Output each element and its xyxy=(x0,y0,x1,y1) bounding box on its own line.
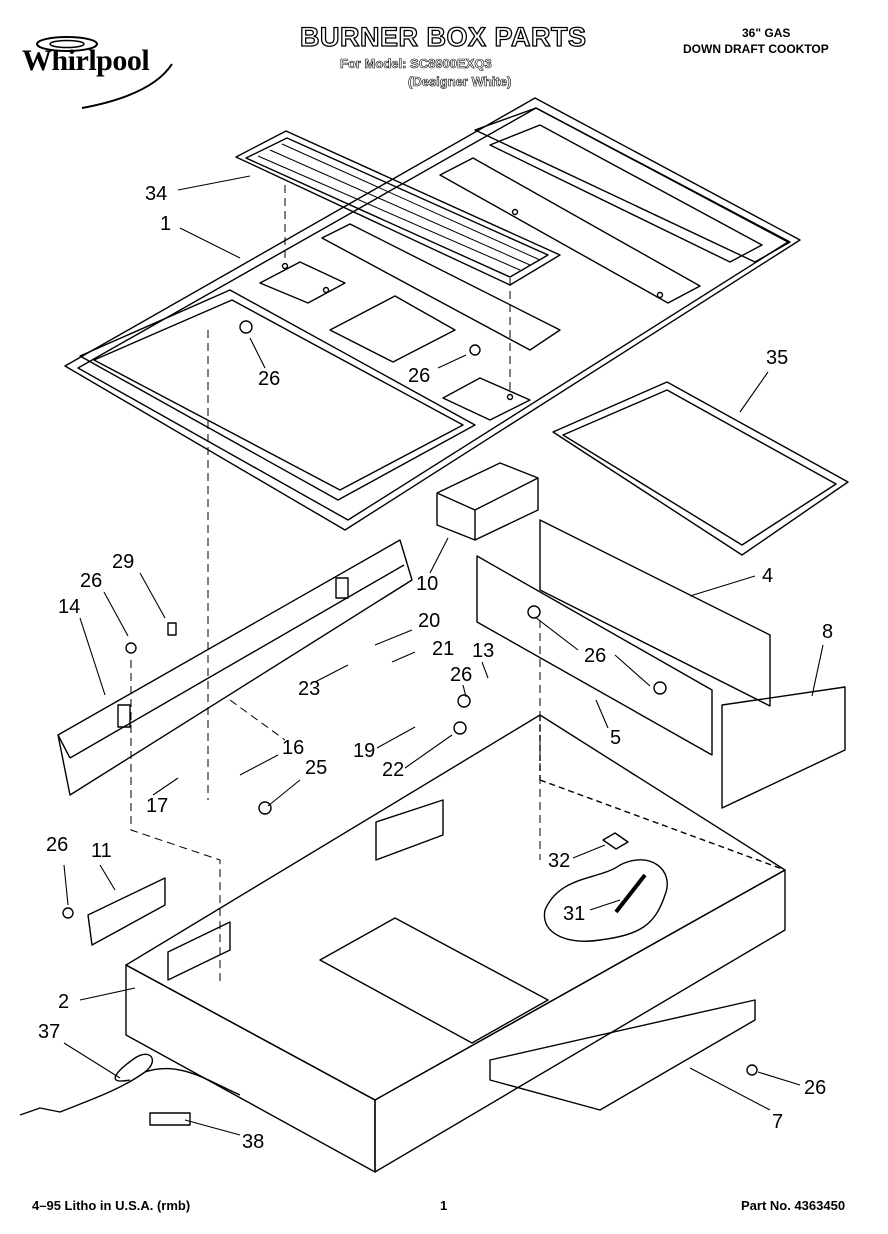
product-type: DOWN DRAFT COOKTOP xyxy=(683,42,829,56)
callout-38: 38 xyxy=(242,1131,264,1153)
callout-21: 21 xyxy=(432,638,454,660)
callout-5: 5 xyxy=(610,727,621,749)
callout-32: 32 xyxy=(548,850,570,872)
power-cord-part xyxy=(19,1053,241,1126)
logo-swirl-icon xyxy=(36,36,98,52)
assembly-lines xyxy=(130,185,541,985)
callout-26-b: 26 xyxy=(408,365,430,387)
callout-29: 29 xyxy=(112,551,134,573)
callout-17: 17 xyxy=(146,795,168,817)
bottom-pan-part xyxy=(489,999,756,1111)
grease-tray-part xyxy=(552,381,849,556)
control-bracket-part xyxy=(57,539,413,796)
access-cover-part xyxy=(87,877,166,946)
callout-23: 23 xyxy=(298,678,320,700)
page-title: BURNER BOX PARTS xyxy=(299,21,587,52)
callout-11: 11 xyxy=(91,840,112,862)
callout-13: 13 xyxy=(472,640,494,662)
screw-icons xyxy=(62,320,758,1076)
panel-parts xyxy=(476,519,846,809)
print-info: 4–95 Litho in U.S.A. (rmb) xyxy=(32,1198,191,1213)
cooktop-frame-part xyxy=(64,97,801,531)
vent-grille-part xyxy=(235,130,561,286)
callout-22: 22 xyxy=(382,759,404,781)
callout-26-g: 26 xyxy=(804,1077,826,1099)
callout-8: 8 xyxy=(822,621,833,643)
callout-10: 10 xyxy=(416,573,438,595)
leader-lines xyxy=(63,175,824,1136)
callout-1: 1 xyxy=(160,213,171,235)
callout-2: 2 xyxy=(58,991,69,1013)
callout-7: 7 xyxy=(772,1111,783,1133)
callout-31: 31 xyxy=(563,903,585,925)
part-number: Part No. 4363450 xyxy=(741,1198,846,1213)
callout-26-f: 26 xyxy=(46,834,68,856)
whirlpool-logo xyxy=(36,36,173,109)
callout-labels: 34 1 26 26 35 10 4 8 29 26 14 20 21 23 1… xyxy=(38,183,833,1153)
callout-4: 4 xyxy=(762,565,773,587)
callout-26-d: 26 xyxy=(450,664,472,686)
callout-26-a: 26 xyxy=(258,368,280,390)
page-number: 1 xyxy=(440,1198,448,1213)
brand-name: Whirlpool xyxy=(22,44,150,77)
callout-19: 19 xyxy=(353,740,375,762)
callout-34: 34 xyxy=(145,183,167,205)
callout-14: 14 xyxy=(58,596,80,618)
leveling-hardware-part xyxy=(543,832,668,942)
model-variant: (Designer White) xyxy=(408,74,512,90)
callout-35: 35 xyxy=(766,347,788,369)
cooktop-size: 36" GAS xyxy=(742,26,791,40)
callout-26-e: 26 xyxy=(584,645,606,667)
callout-26-c: 26 xyxy=(80,570,102,592)
callout-37: 37 xyxy=(38,1021,60,1043)
callout-16: 16 xyxy=(282,737,304,759)
model-number: For Model: SC8900EXQ3 xyxy=(340,56,492,72)
duct-bracket-part xyxy=(436,462,539,541)
callout-20: 20 xyxy=(418,610,440,632)
callout-25: 25 xyxy=(305,757,327,779)
burner-box-part xyxy=(125,714,786,1173)
